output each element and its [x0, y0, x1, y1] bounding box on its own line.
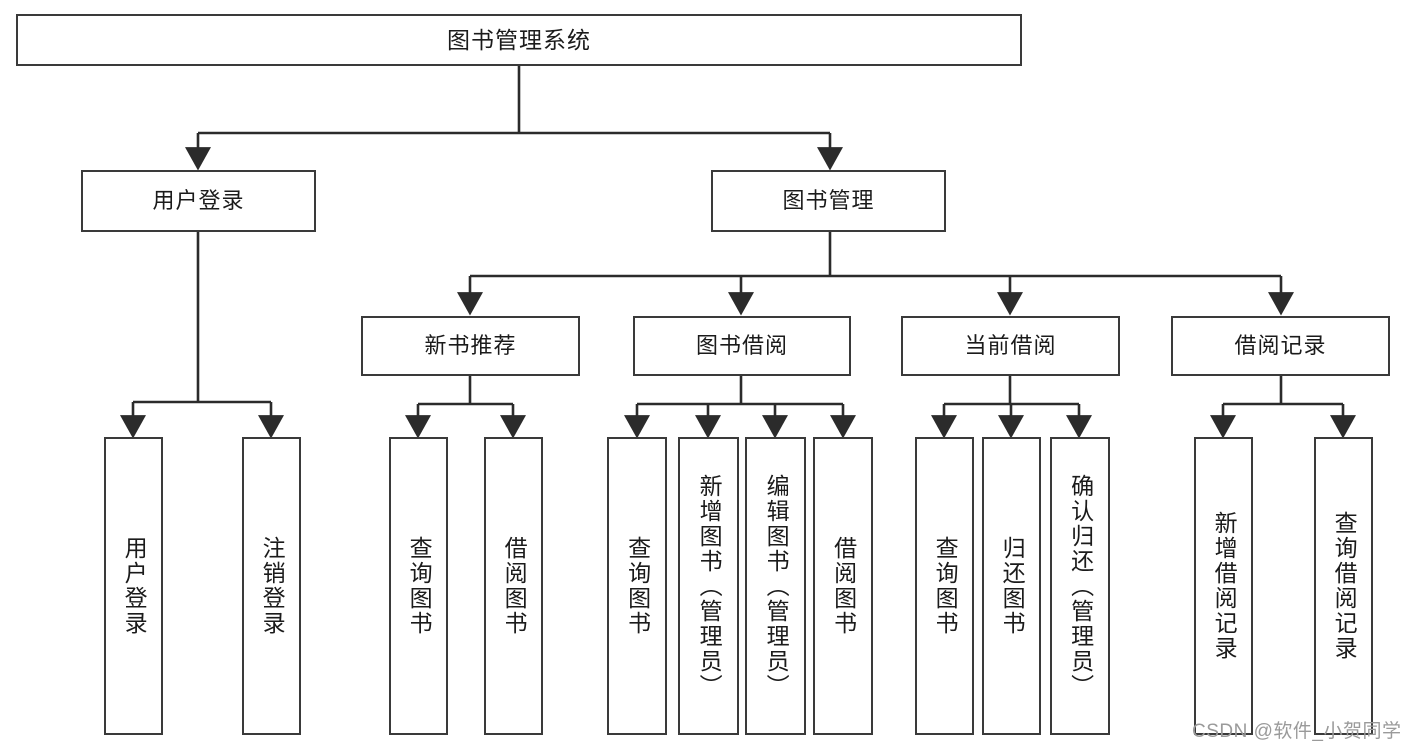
- node-leaf-query-book-2[interactable]: 查询图书: [607, 437, 667, 735]
- node-label: 查询图书: [932, 536, 959, 636]
- node-label: 借阅记录: [1234, 333, 1327, 359]
- node-leaf-query-book-1[interactable]: 查询图书: [389, 437, 448, 735]
- node-label: 用户登录: [121, 536, 148, 636]
- node-root-book-management-system[interactable]: 图书管理系统: [16, 14, 1022, 66]
- node-leaf-borrow-book-1[interactable]: 借阅图书: [484, 437, 543, 735]
- node-leaf-query-record[interactable]: 查询借阅记录: [1314, 437, 1373, 735]
- node-label: 查询借阅记录: [1331, 511, 1358, 661]
- node-leaf-confirm-return[interactable]: 确认归还（管理员）: [1050, 437, 1110, 735]
- node-leaf-edit-book[interactable]: 编辑图书（管理员）: [745, 437, 806, 735]
- node-label: 查询图书: [406, 536, 433, 636]
- node-label: 新增借阅记录: [1211, 511, 1238, 661]
- node-label: 确认归还（管理员）: [1067, 473, 1094, 699]
- node-leaf-return-book[interactable]: 归还图书: [982, 437, 1041, 735]
- node-borrow-record[interactable]: 借阅记录: [1171, 316, 1390, 376]
- node-user-login[interactable]: 用户登录: [81, 170, 316, 232]
- node-label: 归还图书: [999, 536, 1026, 636]
- node-new-book-recommend[interactable]: 新书推荐: [361, 316, 580, 376]
- node-leaf-add-record[interactable]: 新增借阅记录: [1194, 437, 1253, 735]
- node-label: 借阅图书: [501, 536, 528, 636]
- watermark: CSDN @软件_小贺同学: [1192, 721, 1402, 742]
- node-label: 编辑图书（管理员）: [763, 473, 790, 699]
- node-leaf-logout[interactable]: 注销登录: [242, 437, 301, 735]
- node-leaf-borrow-book-2[interactable]: 借阅图书: [813, 437, 873, 735]
- node-label: 图书借阅: [695, 333, 788, 359]
- node-label: 图书管理系统: [447, 26, 591, 53]
- node-label: 当前借阅: [964, 333, 1057, 359]
- node-label: 用户登录: [152, 188, 245, 214]
- node-current-borrow[interactable]: 当前借阅: [901, 316, 1120, 376]
- node-label: 查询图书: [624, 536, 651, 636]
- node-leaf-query-book-3[interactable]: 查询图书: [915, 437, 974, 735]
- node-label: 借阅图书: [830, 536, 857, 636]
- node-book-management[interactable]: 图书管理: [711, 170, 946, 232]
- node-label: 新增图书（管理员）: [696, 473, 723, 699]
- node-book-borrow[interactable]: 图书借阅: [633, 316, 851, 376]
- node-leaf-add-book[interactable]: 新增图书（管理员）: [678, 437, 739, 735]
- node-label: 新书推荐: [424, 333, 517, 359]
- node-label: 图书管理: [782, 188, 875, 214]
- node-leaf-user-login[interactable]: 用户登录: [104, 437, 163, 735]
- node-label: 注销登录: [259, 536, 286, 636]
